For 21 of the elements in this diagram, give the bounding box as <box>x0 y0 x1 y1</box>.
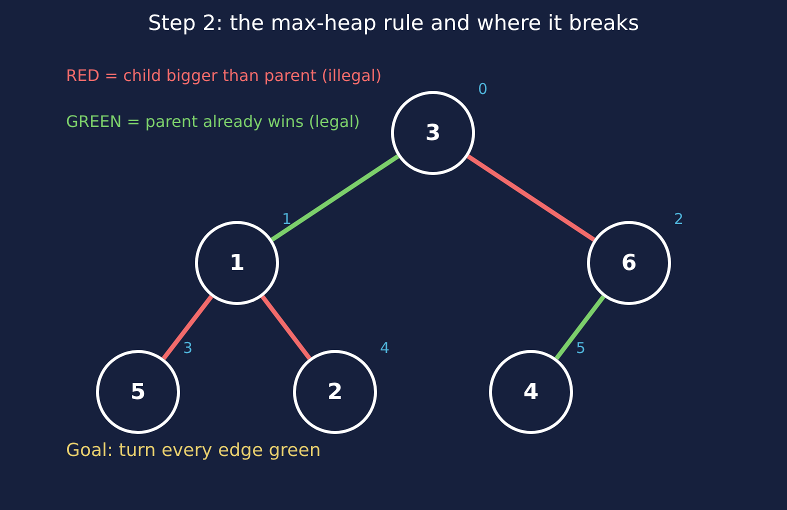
node-value: 6 <box>621 250 637 276</box>
index-label: 4 <box>380 339 390 357</box>
node-value: 1 <box>229 250 245 276</box>
node-value: 5 <box>130 380 146 404</box>
tree-edge <box>466 154 596 242</box>
index-label: 3 <box>183 339 193 357</box>
legend-text: GREEN = parent already wins (legal) <box>66 112 360 131</box>
tree-edge <box>554 295 606 360</box>
tree-edge <box>162 294 214 360</box>
index-label: 1 <box>282 210 292 228</box>
legend-text: RED = child bigger than parent (illegal) <box>66 66 382 85</box>
tree-edge <box>260 295 312 360</box>
index-label: 0 <box>478 80 488 98</box>
title: Step 2: the max-heap rule and where it breaks <box>146 11 640 35</box>
index-label: 5 <box>576 339 586 357</box>
tree-edge <box>270 154 400 242</box>
node-value: 2 <box>327 380 343 404</box>
node-value: 4 <box>523 380 539 404</box>
index-label: 2 <box>674 210 684 228</box>
node-value: 3 <box>425 120 441 146</box>
note-text: Goal: turn every edge green <box>66 440 321 461</box>
